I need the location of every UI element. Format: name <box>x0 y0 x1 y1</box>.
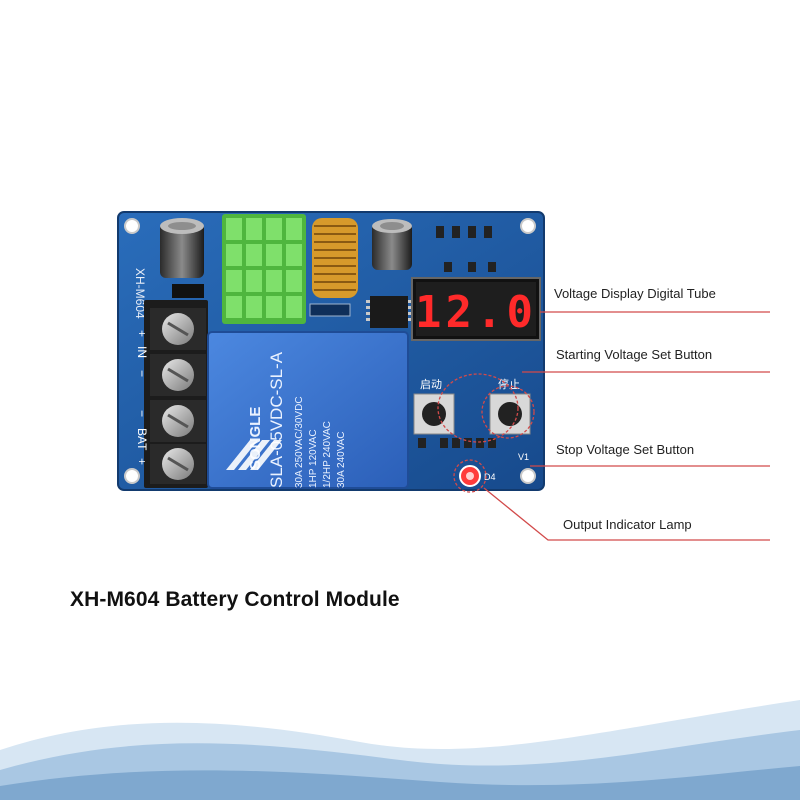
relay: SONGLE SLA-05VDC-SL-A 30A 250VAC/30VDC 1… <box>207 331 409 489</box>
terminal-plus-label-2: + <box>135 458 149 465</box>
output-led: D4 <box>459 465 496 487</box>
mounting-hole <box>124 468 140 484</box>
stop-voltage-button-group: 停止 <box>489 377 531 435</box>
terminal-bat-label: BAT <box>135 428 149 451</box>
stop-button-label: 停止 <box>498 377 520 391</box>
ic-chip <box>366 296 412 328</box>
songle-logo-icon <box>226 440 282 470</box>
display-digits: 12.0 <box>415 287 537 338</box>
v1-label: V1 <box>518 452 529 462</box>
screw-terminal-block <box>144 300 208 488</box>
terminal-plus-label: + <box>135 330 149 337</box>
decorative-wave <box>0 700 800 800</box>
mounting-hole <box>124 218 140 234</box>
terminal-in-label: IN <box>135 346 149 358</box>
start-button-label: 启动 <box>420 378 442 391</box>
mounting-hole <box>520 218 536 234</box>
terminal-minus-label: − <box>135 370 149 377</box>
heatsink <box>222 214 306 324</box>
start-voltage-button-group: 启动 <box>413 378 455 435</box>
relay-rating-3: 1/2HP 240VAC <box>322 421 333 488</box>
led-label: D4 <box>484 472 496 482</box>
component-block <box>172 284 204 298</box>
callout-stop-button: Stop Voltage Set Button <box>556 442 695 457</box>
mounting-hole <box>520 468 536 484</box>
relay-model: SLA-05VDC-SL-A <box>267 351 286 488</box>
relay-rating-1: 30A 250VAC/30VDC <box>294 396 305 488</box>
relay-rating-2: 1HP 120VAC <box>308 429 319 488</box>
callout-start-button: Starting Voltage Set Button <box>556 347 713 362</box>
capacitor-left <box>160 218 204 278</box>
digital-display: 12.0 <box>411 277 541 341</box>
callout-output-lamp: Output Indicator Lamp <box>563 517 692 532</box>
relay-rating-4: 30A 240VAC <box>336 431 347 488</box>
board-model-text: XH-M604 <box>133 268 147 319</box>
start-button-icon <box>422 402 446 426</box>
callout-voltage-display: Voltage Display Digital Tube <box>554 286 716 301</box>
terminal-minus-label-2: − <box>135 410 149 417</box>
inductor-coil <box>312 218 358 298</box>
product-title: XH-M604 Battery Control Module <box>70 588 400 611</box>
capacitor-right <box>372 219 412 270</box>
callout-lines <box>437 311 770 541</box>
